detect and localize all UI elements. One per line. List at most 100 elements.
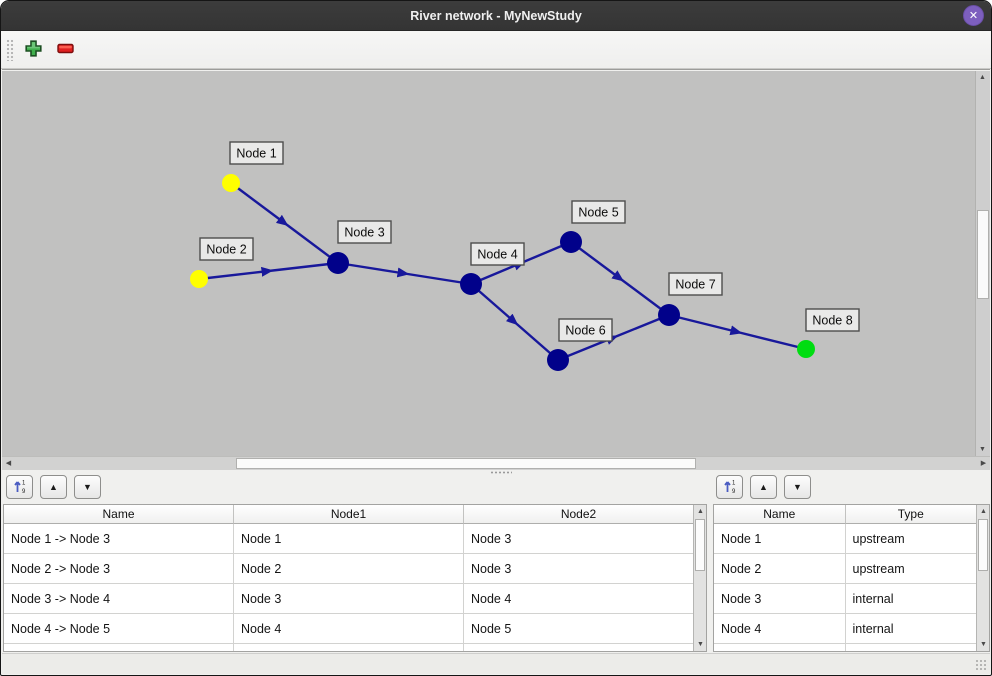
river-node[interactable]	[190, 270, 208, 288]
titlebar[interactable]: River network - MyNewStudy ✕	[1, 1, 991, 31]
sort-button[interactable]: 1 9	[716, 475, 743, 499]
table-cell[interactable]: upstream	[852, 531, 905, 546]
table-cell[interactable]: Node 4	[234, 614, 464, 643]
close-button[interactable]: ✕	[963, 5, 984, 26]
table-row[interactable]: Node 2 upstream	[714, 554, 976, 584]
table-cell[interactable]: Node 3	[471, 561, 512, 576]
node-label-text: Node 6	[565, 324, 605, 338]
toolbar-drag-handle[interactable]	[6, 38, 14, 61]
canvas-vertical-scrollbar[interactable]: ▲ ▼	[975, 71, 990, 456]
table-row[interactable]	[714, 644, 977, 651]
nodes-scroll-thumb[interactable]	[978, 519, 988, 571]
scroll-right-icon[interactable]: ▶	[980, 460, 987, 467]
table-row[interactable]: Node 3 internal	[714, 584, 976, 614]
river-link[interactable]	[337, 261, 472, 286]
river-link[interactable]	[570, 241, 670, 316]
river-link[interactable]	[198, 261, 339, 281]
table-cell[interactable]	[4, 644, 234, 651]
river-network-canvas[interactable]: Node 1 Node 2 Node 3 Node 4 Node 5 Node 6 Node…	[2, 71, 975, 456]
table-cell[interactable]: Node 3 -> Node 4	[4, 584, 234, 613]
node-label[interactable]: Node 6	[558, 318, 613, 342]
column-header[interactable]: Type	[845, 505, 976, 524]
move-down-button[interactable]: ▼	[74, 475, 101, 499]
move-down-button[interactable]: ▼	[784, 475, 811, 499]
table-cell[interactable]	[714, 644, 846, 651]
column-header[interactable]: Name	[4, 505, 234, 524]
table-row[interactable]: Node 4 internal	[714, 614, 976, 644]
river-node[interactable]	[797, 340, 815, 358]
move-up-button[interactable]: ▲	[750, 475, 777, 499]
table-cell[interactable]: Node 2	[234, 554, 464, 583]
node-label[interactable]: Node 3	[337, 220, 392, 244]
window-title: River network - MyNewStudy	[410, 9, 582, 23]
table-cell[interactable]: Node 4 -> Node 5	[4, 614, 234, 643]
scroll-down-icon[interactable]: ▼	[980, 641, 987, 648]
river-node[interactable]	[327, 252, 349, 274]
table-cell[interactable]: Node 4	[714, 614, 846, 643]
river-link[interactable]	[557, 313, 670, 362]
river-node[interactable]	[460, 273, 482, 295]
move-up-button[interactable]: ▲	[40, 475, 67, 499]
table-cell[interactable]: upstream	[852, 561, 905, 576]
table-cell[interactable]: Node 3	[471, 531, 512, 546]
horizontal-scroll-thumb[interactable]	[236, 458, 696, 469]
links-scroll-thumb[interactable]	[695, 519, 705, 571]
table-cell[interactable]: Node 2 -> Node 3	[4, 554, 234, 583]
table-row[interactable]	[4, 644, 693, 651]
table-cell[interactable]	[846, 644, 977, 651]
links-table-scrollbar[interactable]: ▲ ▼	[693, 505, 706, 651]
river-node[interactable]	[547, 349, 569, 371]
svg-text:1: 1	[22, 480, 26, 486]
table-cell[interactable]: Node 1	[714, 524, 846, 553]
scroll-down-icon[interactable]: ▼	[979, 446, 986, 453]
river-node[interactable]	[560, 231, 582, 253]
node-label[interactable]: Node 1	[229, 141, 284, 165]
river-node[interactable]	[658, 304, 680, 326]
sort-button[interactable]: 1 9	[6, 475, 33, 499]
resize-grip-icon[interactable]	[975, 659, 987, 671]
river-link[interactable]	[230, 182, 339, 264]
column-header[interactable]: Name	[714, 505, 846, 524]
column-header[interactable]: Node1	[234, 505, 464, 524]
table-cell[interactable]: Node 5	[471, 621, 512, 636]
table-cell[interactable]: Node 4	[471, 591, 512, 606]
scroll-left-icon[interactable]: ◀	[5, 460, 12, 467]
table-cell[interactable]: Node 1 -> Node 3	[4, 524, 234, 553]
table-cell[interactable]	[464, 644, 693, 651]
node-label[interactable]: Node 7	[668, 272, 723, 296]
table-cell[interactable]: internal	[852, 591, 894, 606]
table-cell[interactable]: Node 1	[234, 524, 464, 553]
node-label[interactable]: Node 5	[571, 200, 626, 224]
add-button[interactable]	[20, 37, 46, 63]
scroll-down-icon[interactable]: ▼	[697, 641, 704, 648]
river-link[interactable]	[470, 283, 559, 361]
table-cell[interactable]: Node 2	[714, 554, 846, 583]
scroll-up-icon[interactable]: ▲	[697, 508, 704, 515]
table-cell[interactable]	[234, 644, 464, 651]
vertical-scroll-thumb[interactable]	[977, 210, 989, 299]
table-cell[interactable]: Node 3	[714, 584, 846, 613]
nodes-table-scrollbar[interactable]: ▲ ▼	[976, 505, 989, 651]
node-label[interactable]: Node 2	[199, 237, 254, 261]
river-node[interactable]	[222, 174, 240, 192]
scroll-up-icon[interactable]: ▲	[980, 508, 987, 515]
node-label[interactable]: Node 4	[470, 242, 525, 266]
remove-button[interactable]	[52, 37, 78, 63]
table-cell[interactable]: internal	[852, 621, 894, 636]
horizontal-splitter[interactable]	[2, 470, 990, 474]
table-row[interactable]: Node 1 upstream	[714, 524, 976, 554]
scroll-up-icon[interactable]: ▲	[979, 74, 986, 81]
river-link[interactable]	[668, 313, 807, 351]
canvas-horizontal-scrollbar[interactable]: ◀ ▶	[2, 456, 990, 470]
node-label[interactable]: Node 8	[805, 308, 860, 332]
links-toolbar: 1 9 ▲ ▼	[6, 475, 101, 503]
table-cell[interactable]: Node 3	[234, 584, 464, 613]
column-header[interactable]: Node2	[464, 505, 693, 524]
